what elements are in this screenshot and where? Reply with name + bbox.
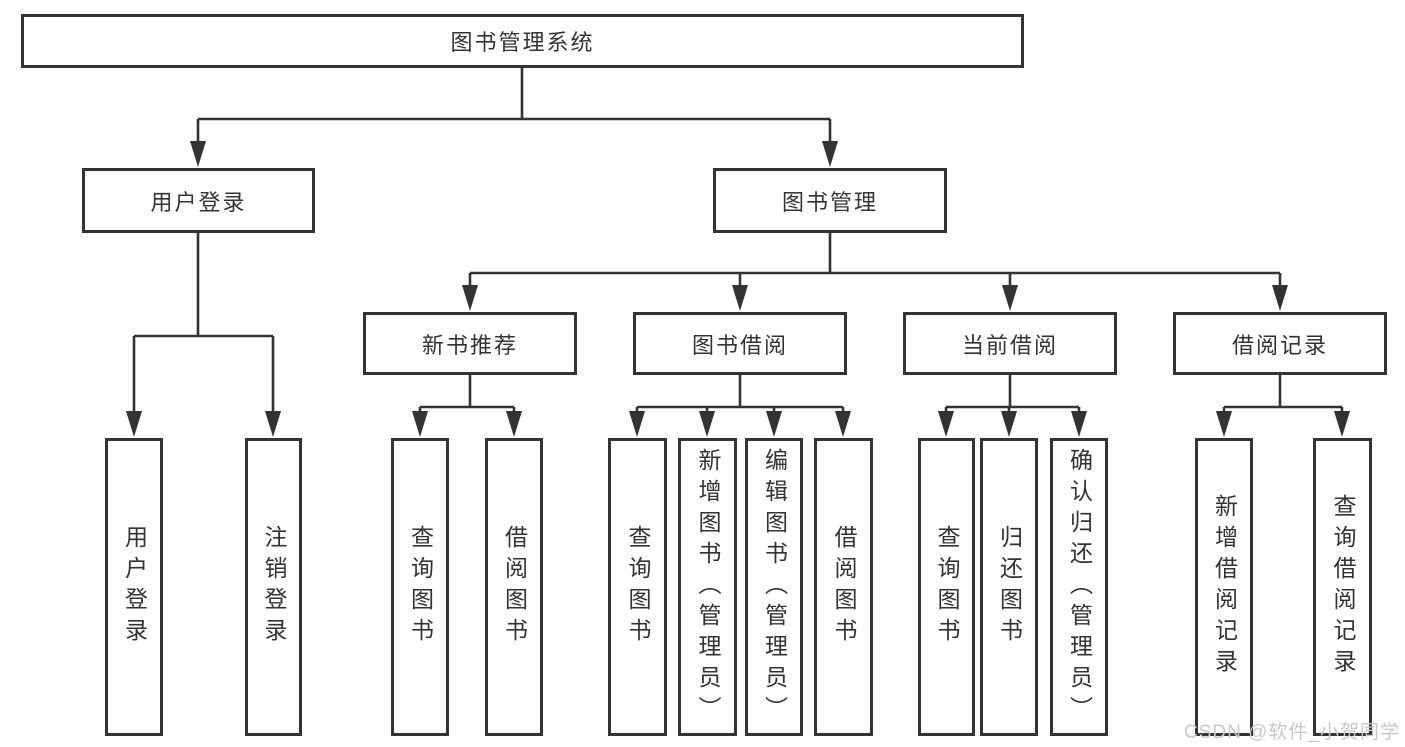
node-label: 查询图书 [407, 525, 434, 649]
node-current-borrowing: 当前借阅 [903, 312, 1117, 375]
node-label: 图书借阅 [691, 332, 788, 358]
node-label: 查询图书 [934, 525, 960, 649]
node-label: 确认归还（管理员） [1066, 447, 1093, 727]
node-label: 新增图书（管理员） [695, 447, 721, 727]
node-leaf-query-borrow-record: 查询借阅记录 [1313, 438, 1372, 736]
node-book-borrowing: 图书借阅 [633, 312, 847, 375]
node-new-book-recommendation: 新书推荐 [363, 312, 577, 375]
node-label: 新增借阅记录 [1211, 494, 1238, 680]
node-leaf-borrow-books-2: 借阅图书 [814, 438, 873, 736]
node-label: 用户登录 [121, 525, 148, 649]
node-leaf-add-books-admin: 新增图书（管理员） [678, 438, 737, 736]
node-label: 编辑图书（管理员） [761, 447, 788, 727]
node-leaf-edit-books-admin: 编辑图书（管理员） [745, 438, 803, 736]
node-label: 图书管理系统 [450, 30, 595, 55]
node-label: 查询借阅记录 [1330, 494, 1356, 680]
node-label: 借阅图书 [831, 525, 857, 649]
node-label: 借阅图书 [501, 525, 528, 649]
node-leaf-confirm-return-admin: 确认归还（管理员） [1050, 438, 1108, 736]
node-user-login: 用户登录 [82, 168, 315, 233]
node-borrowing-records: 借阅记录 [1173, 312, 1387, 375]
node-label: 用户登录 [150, 189, 247, 215]
node-label: 借阅记录 [1231, 332, 1328, 358]
node-label: 查询图书 [625, 525, 651, 649]
node-book-management: 图书管理 [713, 168, 947, 233]
node-leaf-add-borrow-record: 新增借阅记录 [1195, 438, 1253, 736]
node-leaf-logout: 注销登录 [245, 438, 302, 736]
node-label: 新书推荐 [421, 332, 518, 358]
watermark: CSDN @软件_小贺同学 [1184, 722, 1400, 743]
node-leaf-borrow-books-1: 借阅图书 [485, 438, 543, 736]
node-leaf-query-books-3: 查询图书 [918, 438, 975, 736]
node-leaf-user-login: 用户登录 [105, 438, 163, 736]
node-label: 当前借阅 [961, 332, 1058, 358]
node-label: 图书管理 [781, 189, 878, 215]
node-label: 注销登录 [261, 525, 287, 649]
node-leaf-return-books: 归还图书 [980, 438, 1038, 736]
node-label: 归还图书 [996, 525, 1023, 649]
node-leaf-query-books-1: 查询图书 [391, 438, 449, 736]
node-library-management-system: 图书管理系统 [21, 14, 1024, 68]
node-leaf-query-books-2: 查询图书 [608, 438, 667, 736]
arrowheads [126, 141, 1350, 437]
